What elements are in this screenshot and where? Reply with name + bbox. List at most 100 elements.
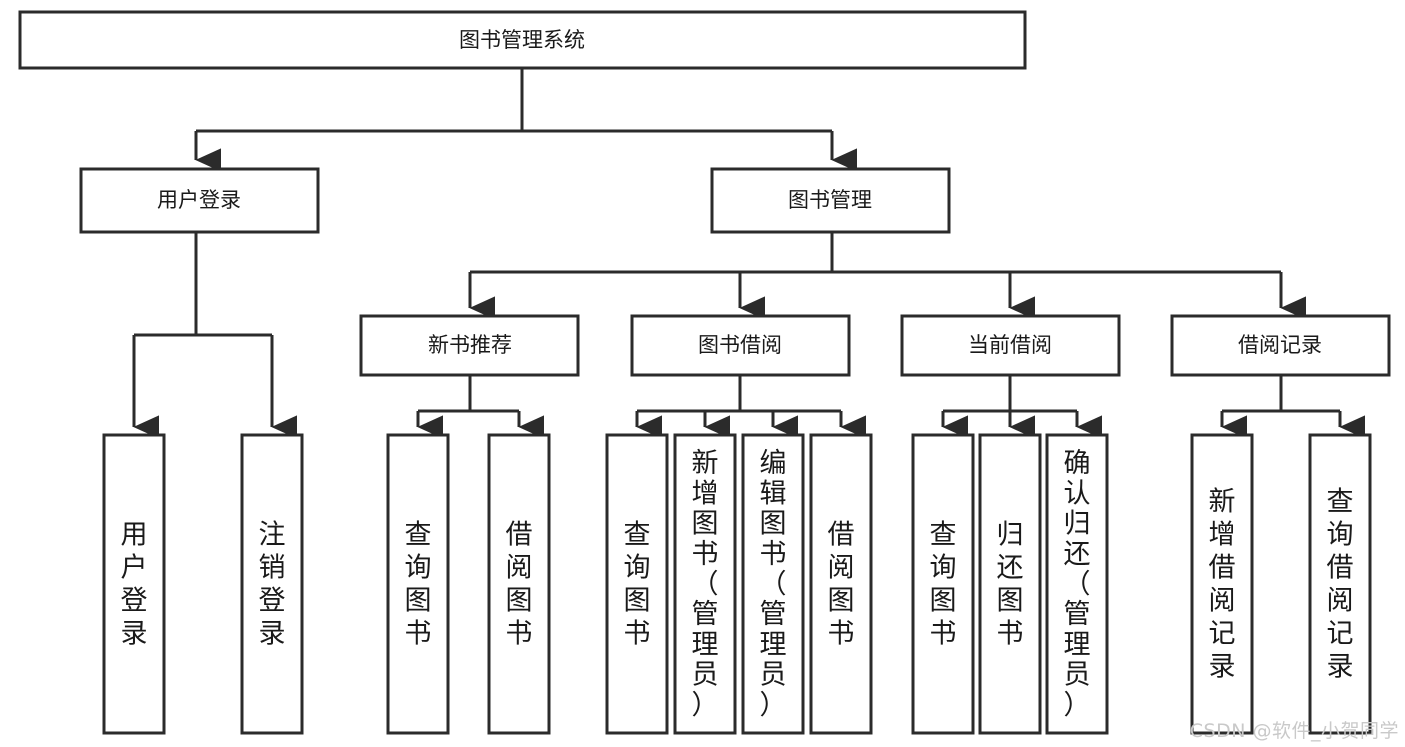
svg-text:户: 户 [121, 553, 148, 584]
leaf-borrow-book-2[interactable] [809, 433, 873, 735]
svg-text:增: 增 [692, 478, 719, 509]
leaf-borrow-book-1[interactable] [487, 433, 551, 735]
svg-text:确: 确 [1064, 448, 1091, 479]
svg-text:图: 图 [692, 509, 719, 540]
svg-text:录: 录 [1209, 652, 1236, 683]
leaf-query-book-3[interactable] [911, 433, 975, 735]
node-user-login[interactable]: 用户登录 [79, 167, 320, 234]
svg-text:借: 借 [1209, 553, 1236, 584]
svg-text:图: 图 [624, 586, 651, 617]
leaf-return-book[interactable] [978, 433, 1042, 735]
svg-text:认: 认 [1064, 478, 1091, 509]
svg-text:书: 书 [692, 539, 719, 570]
svg-text:登: 登 [259, 586, 286, 617]
svg-text:还: 还 [1064, 539, 1091, 570]
leaf-add-book[interactable] [673, 433, 737, 735]
svg-text:图: 图 [760, 509, 787, 540]
svg-text:还: 还 [997, 553, 1024, 584]
svg-text:理: 理 [692, 629, 719, 660]
svg-text:图: 图 [405, 586, 432, 617]
node-book-borrow[interactable]: 图书借阅 [630, 314, 851, 377]
svg-text:注: 注 [259, 520, 286, 551]
svg-text:新: 新 [1209, 487, 1236, 518]
svg-text:用: 用 [121, 520, 148, 551]
svg-text:）: ） [760, 690, 787, 721]
leaf-user-login[interactable] [102, 433, 166, 735]
svg-text:新: 新 [692, 448, 719, 479]
connector-user-login-to-leaves [132, 232, 298, 439]
svg-text:借: 借 [828, 520, 855, 551]
svg-text:书: 书 [828, 619, 855, 650]
node-root[interactable]: 图书管理系统 [18, 10, 1027, 70]
node-borrow-record[interactable]: 借阅记录 [1170, 314, 1391, 377]
node-book-manage-label: 图书管理 [788, 188, 872, 212]
connector-new-book-recommend-to-leaves [416, 375, 545, 439]
leaf-user-logout[interactable] [240, 433, 304, 735]
svg-text:阅: 阅 [506, 553, 533, 584]
svg-text:）: ） [1064, 690, 1091, 721]
svg-text:理: 理 [760, 629, 787, 660]
svg-text:书: 书 [506, 619, 533, 650]
svg-text:理: 理 [1064, 629, 1091, 660]
connector-current-borrow-to-leaves [941, 375, 1103, 439]
connector-book-manage-to-level3 [468, 232, 1307, 320]
connector-borrow-record-to-leaves [1220, 375, 1366, 439]
svg-text:询: 询 [624, 553, 651, 584]
node-user-login-label: 用户登录 [157, 188, 241, 212]
svg-text:管: 管 [760, 599, 787, 630]
svg-text:书: 书 [997, 619, 1024, 650]
leaf-edit-book[interactable] [741, 433, 805, 735]
svg-text:）: ） [692, 690, 719, 721]
leaf-query-record[interactable] [1308, 433, 1372, 735]
svg-text:阅: 阅 [1209, 586, 1236, 617]
svg-text:录: 录 [121, 619, 148, 650]
leaf-confirm-return[interactable] [1045, 433, 1109, 735]
node-new-book-recommend-label: 新书推荐 [428, 333, 512, 357]
svg-text:图: 图 [930, 586, 957, 617]
svg-text:录: 录 [1327, 652, 1354, 683]
svg-text:书: 书 [624, 619, 651, 650]
svg-text:书: 书 [405, 619, 432, 650]
leaf-query-book-2[interactable] [605, 433, 669, 735]
svg-text:销: 销 [259, 553, 286, 584]
node-current-borrow[interactable]: 当前借阅 [900, 314, 1121, 377]
svg-text:图: 图 [506, 586, 533, 617]
node-root-label: 图书管理系统 [459, 28, 585, 52]
svg-text:借: 借 [506, 520, 533, 551]
connector-book-borrow-to-leaves [635, 375, 867, 439]
svg-text:归: 归 [997, 520, 1024, 551]
svg-text:阅: 阅 [1327, 586, 1354, 617]
svg-text:记: 记 [1327, 619, 1354, 650]
svg-text:书: 书 [760, 539, 787, 570]
svg-text:询: 询 [930, 553, 957, 584]
svg-text:询: 询 [1327, 520, 1354, 551]
svg-text:（: （ [1064, 569, 1091, 600]
svg-text:阅: 阅 [828, 553, 855, 584]
svg-text:图: 图 [828, 586, 855, 617]
svg-text:查: 查 [624, 520, 651, 551]
node-borrow-record-label: 借阅记录 [1238, 333, 1322, 357]
svg-text:（: （ [760, 569, 787, 600]
svg-text:管: 管 [692, 599, 719, 630]
svg-text:记: 记 [1209, 619, 1236, 650]
svg-text:员: 员 [692, 660, 719, 691]
svg-text:（: （ [692, 569, 719, 600]
leaf-add-record[interactable] [1190, 433, 1254, 735]
svg-text:员: 员 [760, 660, 787, 691]
node-book-manage[interactable]: 图书管理 [710, 167, 951, 234]
leaf-query-book-1[interactable] [386, 433, 450, 735]
node-new-book-recommend[interactable]: 新书推荐 [359, 314, 580, 377]
